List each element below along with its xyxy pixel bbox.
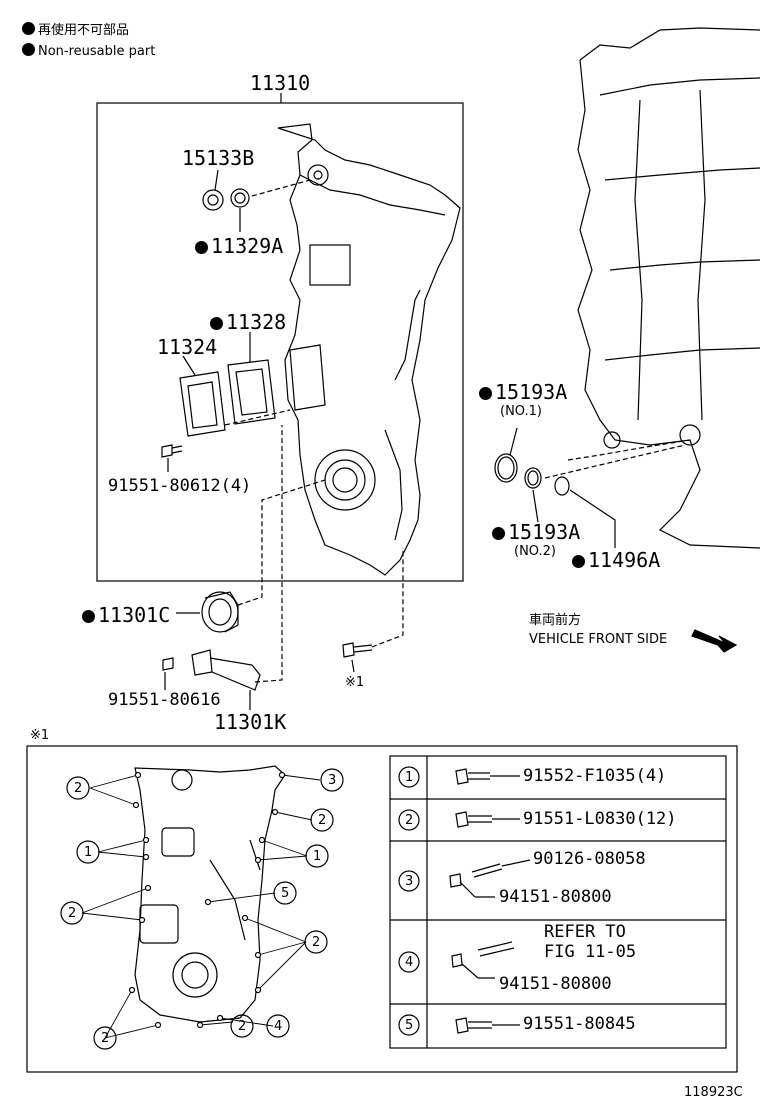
label-15193A-1: 15193A: [479, 382, 567, 402]
inset-callout: 1: [84, 845, 93, 860]
table-part: 91551-L0830(12): [523, 809, 677, 829]
gasket-11328: [227, 359, 276, 425]
gasket-11324: [179, 371, 226, 437]
inset-callout: 4: [274, 1019, 283, 1034]
inset-callout: 2: [101, 1031, 110, 1046]
table-num: 5: [405, 1018, 414, 1033]
bolt-table: [389, 755, 727, 1049]
timing-cover-outline: [277, 123, 461, 576]
inset-callout: 1: [313, 849, 322, 864]
label-no1: (NO.1): [500, 404, 542, 419]
dot-icon: [492, 527, 505, 540]
table-number-circles: [398, 766, 420, 1036]
label-11324: 11324: [157, 335, 218, 359]
inset-callout: 2: [68, 906, 77, 921]
label-11301K: 11301K: [214, 710, 287, 734]
table-part: 90126-08058: [533, 849, 646, 869]
dot-icon: [22, 43, 35, 56]
inset-callout: 2: [312, 935, 321, 950]
label-ref1: ※1: [345, 675, 365, 690]
label-no2: (NO.2): [514, 544, 556, 559]
table-num: 1: [405, 770, 414, 785]
label-11329A: 11329A: [195, 236, 283, 256]
figure-id: 118923C: [684, 1085, 743, 1100]
sensor-11301K: [191, 649, 213, 676]
table-part: 94151-80800: [499, 887, 612, 907]
table-part: 94151-80800: [499, 974, 612, 994]
table-part: 91552-F1035(4): [523, 766, 667, 786]
engine-block: [577, 27, 760, 549]
table-num: 2: [405, 813, 414, 828]
inset-callout: 2: [238, 1019, 247, 1034]
legend-jp: 再使用不可部品: [22, 22, 129, 37]
inset-callout: 2: [318, 813, 327, 828]
inset-box: [26, 745, 738, 1073]
dot-icon: [479, 387, 492, 400]
label-15133B: 15133B: [182, 146, 255, 170]
inset-cover-outline: [134, 765, 286, 1023]
dot-icon: [210, 317, 223, 330]
table-bolt-icons: [449, 768, 531, 1034]
label-11301C: 11301C: [82, 605, 170, 625]
table-num: 4: [405, 955, 414, 970]
label-11328: 11328: [210, 312, 286, 332]
dot-icon: [22, 22, 35, 35]
label-15193A-2: 15193A: [492, 522, 580, 542]
table-part: 91551-80845: [523, 1014, 636, 1034]
legend-en: Non-reusable part: [22, 43, 155, 58]
vehicle-front-arrow: [691, 629, 738, 653]
label-91551-80616: 91551-80616: [108, 690, 221, 710]
inset-callout: 5: [281, 886, 290, 901]
inset-callout: 3: [328, 773, 337, 788]
label-11310: 11310: [250, 71, 311, 95]
table-num: 3: [405, 874, 414, 889]
inset-callout-circles: [60, 768, 344, 1050]
dot-icon: [572, 555, 585, 568]
table-part: REFER TO: [544, 922, 626, 942]
label-11496A: 11496A: [572, 550, 660, 570]
inset-mark: ※1: [30, 728, 50, 743]
vehicle-front-jp: 車両前方: [529, 613, 582, 628]
assembly-box: [96, 102, 464, 582]
label-91551-80612: 91551-80612(4): [108, 476, 252, 496]
table-part: FIG 11-05: [544, 942, 637, 962]
dot-icon: [82, 610, 95, 623]
dot-icon: [195, 241, 208, 254]
vehicle-front-en: VEHICLE FRONT SIDE: [529, 632, 668, 647]
inset-callout: 2: [74, 781, 83, 796]
